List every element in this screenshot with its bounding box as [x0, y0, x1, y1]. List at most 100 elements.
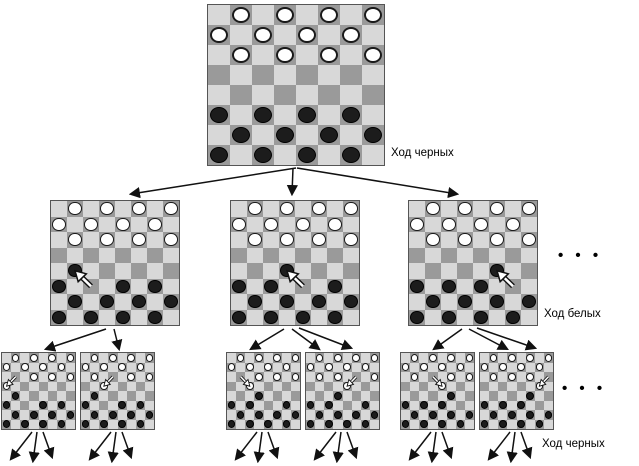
board-square	[507, 381, 517, 391]
white-piece	[246, 363, 254, 372]
white-piece	[328, 217, 342, 231]
black-piece	[544, 410, 553, 419]
board-square	[342, 353, 352, 363]
board-square	[126, 381, 136, 391]
white-piece	[66, 372, 75, 381]
board-square	[115, 294, 131, 310]
white-piece	[100, 233, 114, 247]
board-square	[272, 362, 282, 372]
white-piece	[30, 353, 38, 362]
board-square	[457, 278, 473, 294]
label-black-to-move-level1: Ход черных	[391, 147, 454, 159]
board-square	[505, 247, 521, 263]
board-square	[521, 216, 537, 232]
black-piece	[328, 310, 342, 324]
black-piece	[499, 401, 507, 410]
board-square	[90, 400, 100, 410]
white-piece	[81, 363, 90, 372]
black-piece	[334, 410, 342, 419]
white-piece	[248, 233, 262, 247]
white-piece	[2, 363, 11, 372]
board-square	[457, 216, 473, 232]
board-square	[446, 362, 456, 372]
board-square	[230, 65, 252, 85]
board-square	[446, 419, 456, 429]
white-piece	[343, 363, 351, 372]
black-piece	[145, 410, 154, 419]
black-piece	[352, 410, 360, 419]
board-square	[441, 263, 457, 279]
board-square	[144, 400, 154, 410]
board-square	[231, 263, 247, 279]
board-square	[306, 410, 316, 420]
board-square	[327, 294, 343, 310]
checkers-board-level3-3	[226, 352, 301, 430]
black-piece	[341, 106, 361, 124]
white-piece	[30, 372, 38, 381]
white-piece	[426, 233, 440, 247]
board-square	[324, 410, 334, 420]
black-piece	[438, 401, 446, 410]
board-square	[437, 391, 447, 401]
white-piece	[132, 233, 146, 247]
black-piece	[306, 420, 315, 429]
white-piece	[248, 202, 262, 216]
board-square	[318, 85, 340, 105]
board-square	[29, 381, 39, 391]
board-square	[342, 372, 352, 382]
board-square	[419, 391, 429, 401]
board-square	[272, 400, 282, 410]
board-square	[342, 400, 352, 410]
board-square	[428, 419, 438, 429]
board-square	[455, 400, 465, 410]
white-piece	[522, 202, 536, 216]
board-square	[29, 362, 39, 372]
white-piece	[315, 353, 324, 362]
board-square	[236, 400, 246, 410]
board-square	[83, 263, 99, 279]
board-square	[231, 294, 247, 310]
white-piece	[66, 353, 75, 362]
board-square	[208, 5, 230, 25]
board-square	[543, 381, 553, 391]
black-piece	[148, 310, 162, 324]
board-square	[525, 362, 535, 372]
black-piece	[246, 420, 254, 429]
board-square	[208, 45, 230, 65]
board-square	[446, 400, 456, 410]
white-piece	[282, 363, 291, 372]
board-square	[2, 353, 12, 363]
board-square	[401, 391, 411, 401]
white-piece	[447, 353, 455, 362]
arrows-root-to-level2	[128, 167, 460, 199]
black-piece	[90, 391, 99, 400]
arrows-level3-expansion	[9, 431, 533, 464]
black-piece	[11, 391, 20, 400]
white-piece	[535, 363, 544, 372]
white-piece	[458, 202, 472, 216]
board-square	[263, 232, 279, 248]
board-square	[401, 410, 411, 420]
move-arrow	[73, 269, 93, 289]
board-square	[464, 400, 474, 410]
board-square	[56, 372, 66, 382]
black-piece	[48, 410, 56, 419]
board-square	[117, 410, 127, 420]
board-square	[38, 353, 48, 363]
black-piece	[57, 420, 66, 429]
board-square	[464, 362, 474, 372]
black-piece	[264, 420, 272, 429]
board-square	[311, 216, 327, 232]
white-piece	[508, 372, 516, 381]
black-piece	[68, 295, 82, 309]
board-square	[342, 410, 352, 420]
white-piece	[370, 353, 379, 362]
board-square	[318, 105, 340, 125]
board-square	[409, 232, 425, 248]
board-square	[11, 419, 21, 429]
checkers-board-level3-4	[305, 352, 380, 430]
board-square	[507, 419, 517, 429]
black-piece	[253, 146, 273, 164]
board-square	[505, 263, 521, 279]
board-square	[351, 381, 361, 391]
